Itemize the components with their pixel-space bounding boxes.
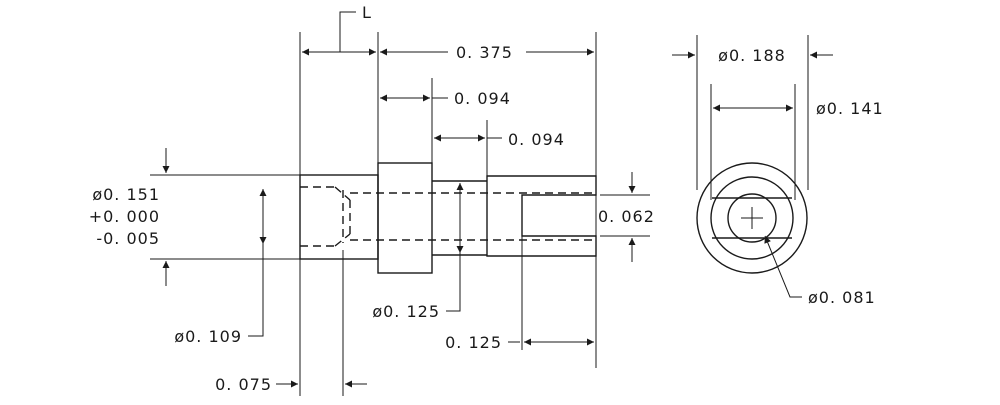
dimension-0-075: 0. 075	[215, 375, 367, 394]
bore-circle	[727, 193, 777, 243]
dimension-0-094-a: 0. 094	[380, 89, 511, 108]
dimension-dia-0-125: ø0. 125	[372, 183, 464, 321]
label-tol-plus: +0. 000	[89, 207, 160, 226]
end-view	[696, 35, 809, 274]
dimension-L: L	[302, 3, 376, 56]
hidden-lines	[300, 186, 596, 247]
dimension-0-094-b: 0. 094	[434, 130, 565, 149]
collar	[377, 162, 433, 274]
label-0-094-a: 0. 094	[454, 89, 511, 108]
label-0-062: 0. 062	[598, 207, 655, 226]
dimension-dia-0-151: ø0. 151 +0. 000 -0. 005	[89, 148, 170, 286]
label-L: L	[362, 3, 372, 22]
label-tol-minus: -0. 005	[96, 229, 160, 248]
label-0-375: 0. 375	[456, 43, 513, 62]
label-dia-0-109: ø0. 109	[174, 327, 242, 346]
label-dia-0-081: ø0. 081	[808, 288, 876, 307]
dimension-0-375: 0. 375	[380, 43, 594, 62]
label-dia-0-188: ø0. 188	[718, 46, 786, 65]
label-0-094-b: 0. 094	[508, 130, 565, 149]
label-dia-0-151: ø0. 151	[92, 185, 160, 204]
label-0-125: 0. 125	[445, 333, 502, 352]
dimension-dia-0-141: ø0. 141	[713, 99, 884, 118]
dimension-dia-0-188: ø0. 188	[672, 46, 833, 65]
slotted-end	[486, 175, 597, 257]
dimension-dia-0-109: ø0. 109	[174, 189, 267, 346]
side-view-outline	[299, 162, 597, 274]
label-dia-0-141: ø0. 141	[816, 99, 884, 118]
dimension-0-062: 0. 062	[598, 172, 655, 262]
left-section	[299, 174, 379, 260]
label-dia-0-125: ø0. 125	[372, 302, 440, 321]
dimension-0-125: 0. 125	[445, 333, 594, 352]
outer-circle	[696, 162, 808, 274]
label-0-075: 0. 075	[215, 375, 272, 394]
extension-lines	[150, 32, 650, 396]
dimension-dia-0-081: ø0. 081	[764, 235, 876, 307]
inner-circle	[710, 176, 794, 260]
